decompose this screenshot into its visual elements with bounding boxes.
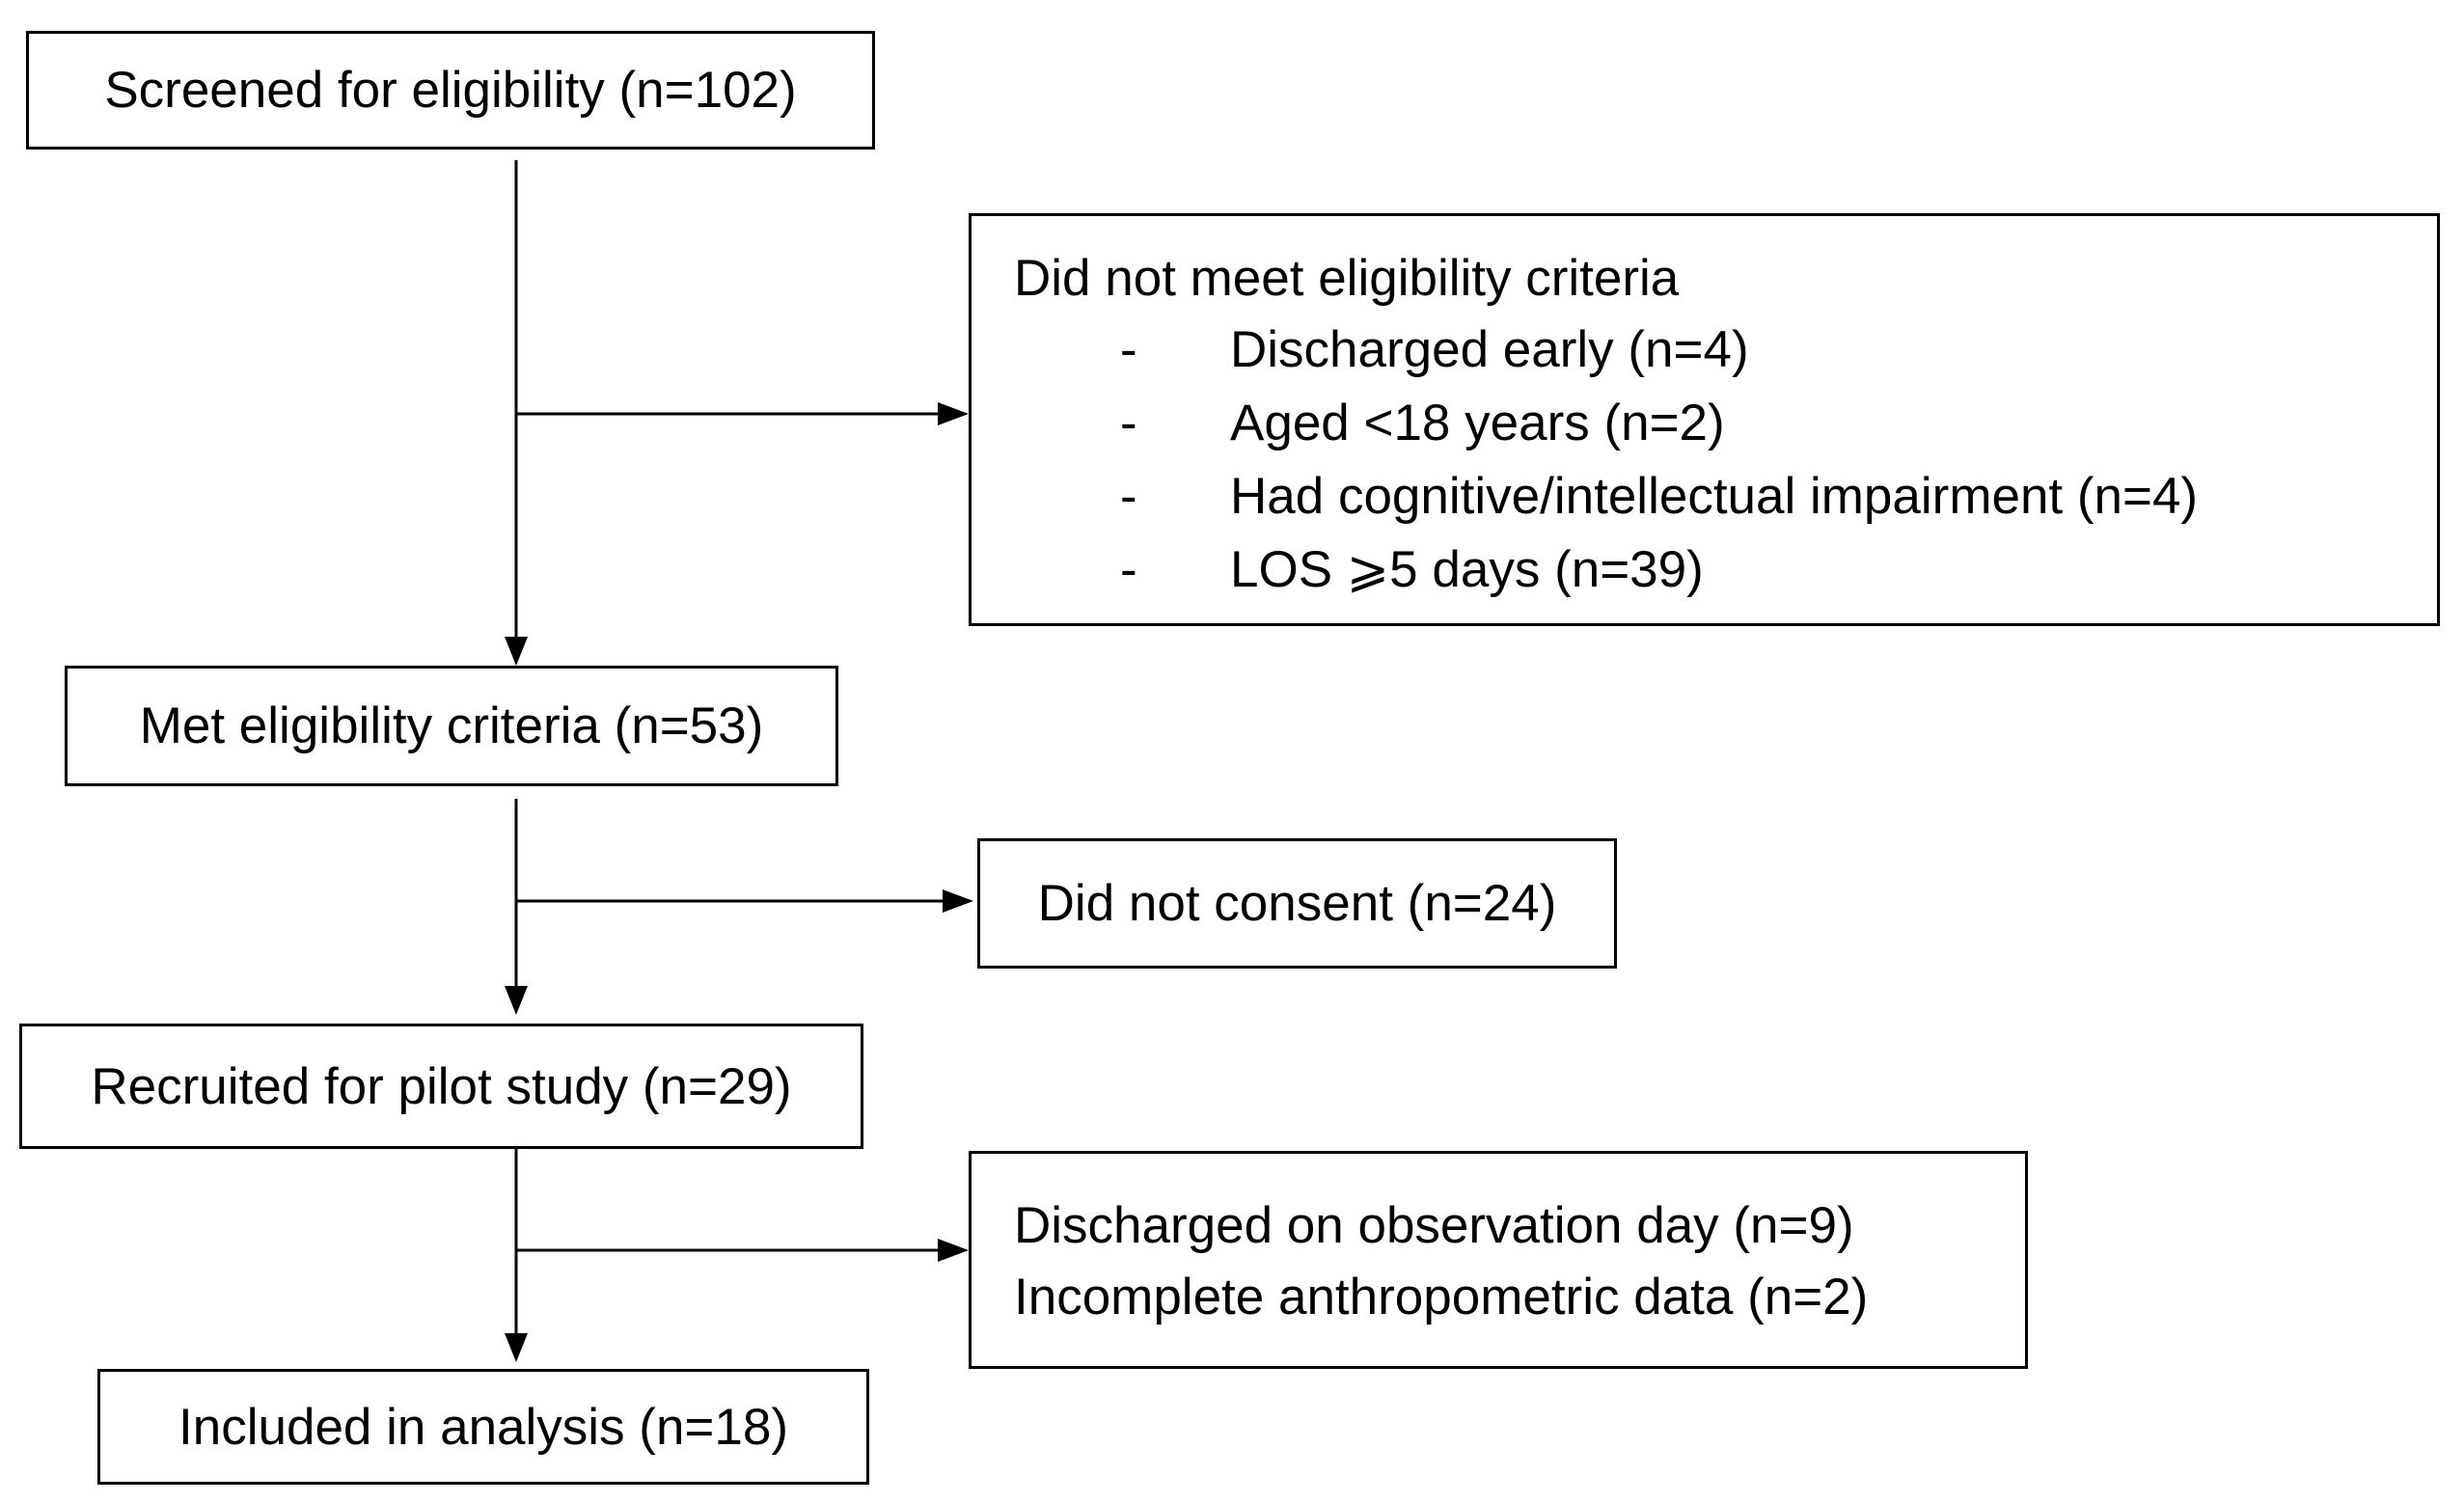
included-box: Included in analysis (n=18) xyxy=(97,1369,869,1485)
arrowhead-did-not-consent xyxy=(943,889,973,913)
recruited-label: Recruited for pilot study (n=29) xyxy=(91,1057,792,1115)
arrowhead-met xyxy=(505,637,528,666)
met-eligibility-box: Met eligibility criteria (n=53) xyxy=(65,666,838,786)
list-item-text: LOS ⩾5 days (n=39) xyxy=(1230,541,1704,598)
met-eligibility-label: Met eligibility criteria (n=53) xyxy=(139,697,764,754)
screened-box: Screened for eligibility (n=102) xyxy=(26,31,875,150)
recruited-box: Recruited for pilot study (n=29) xyxy=(19,1024,863,1149)
did-not-consent-label: Did not consent (n=24) xyxy=(1037,875,1557,932)
list-item-text: Aged <18 years (n=2) xyxy=(1230,395,1725,451)
list-bullet: - xyxy=(1120,541,1137,598)
list-bullet: - xyxy=(1120,468,1137,525)
list-item-text: Had cognitive/intellectual impairment (n… xyxy=(1230,468,2199,525)
included-label: Included in analysis (n=18) xyxy=(178,1398,788,1456)
list-item: - LOS ⩾5 days (n=39) xyxy=(972,540,2437,608)
excluded-eligibility-heading: Did not meet eligibility criteria xyxy=(1014,250,1680,307)
excluded-analysis-line: Discharged on observation day (n=9) xyxy=(1014,1197,1854,1254)
did-not-consent-box: Did not consent (n=24) xyxy=(977,838,1617,969)
list-item-text: Discharged early (n=4) xyxy=(1230,321,1749,378)
arrowhead-included xyxy=(505,1333,528,1362)
excluded-eligibility-box: Did not meet eligibility criteria - Disc… xyxy=(969,213,2440,626)
arrowhead-excluded-analysis xyxy=(938,1239,969,1262)
list-bullet: - xyxy=(1120,395,1137,451)
list-item: - Discharged early (n=4) xyxy=(972,320,2437,388)
screened-label: Screened for eligibility (n=102) xyxy=(104,62,797,119)
excluded-analysis-line: Incomplete anthropometric data (n=2) xyxy=(1014,1269,1869,1325)
list-item: - Aged <18 years (n=2) xyxy=(972,394,2437,461)
list-item: - Had cognitive/intellectual impairment … xyxy=(972,467,2437,534)
list-bullet: - xyxy=(1120,321,1137,378)
arrowhead-recruited xyxy=(505,986,528,1015)
excluded-analysis-box: Discharged on observation day (n=9) Inco… xyxy=(969,1151,2028,1369)
arrowhead-excluded-eligibility xyxy=(938,402,969,425)
